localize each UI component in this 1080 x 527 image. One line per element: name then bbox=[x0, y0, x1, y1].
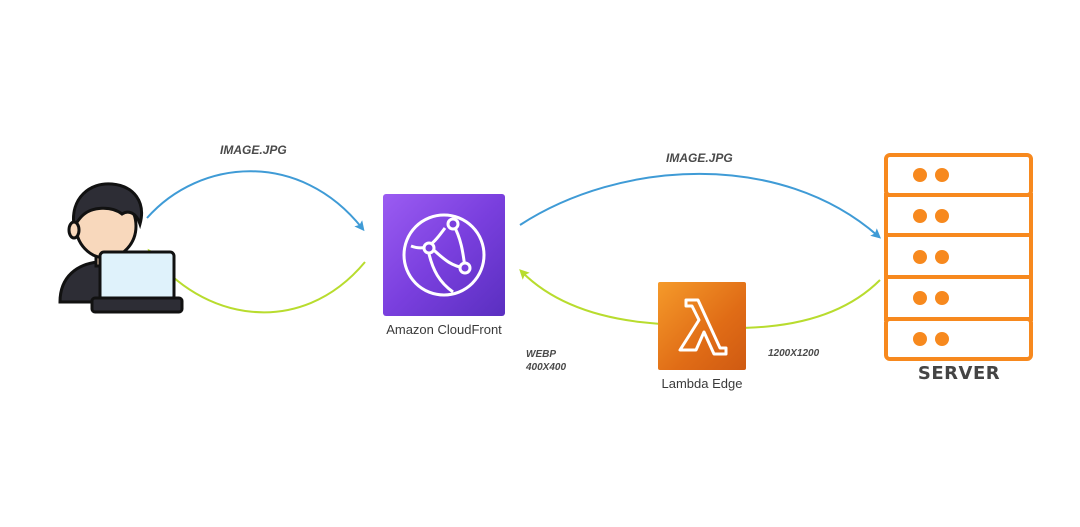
request-arrow-cloudfront-to-server bbox=[519, 172, 882, 239]
cloudfront-label: Amazon CloudFront bbox=[386, 322, 502, 337]
label-response-original-size: 1200X1200 bbox=[768, 348, 820, 359]
label-response-webp-format: WEBP bbox=[526, 349, 556, 360]
cloudfront-icon bbox=[402, 213, 486, 297]
label-request-user: IMAGE.JPG bbox=[220, 143, 287, 157]
label-response-webp: WEBP 400X400 bbox=[526, 348, 566, 374]
server-label: SERVER bbox=[917, 363, 1001, 384]
label-response-webp-size: 400X400 bbox=[526, 362, 567, 373]
server-rack-icon bbox=[884, 153, 1033, 361]
label-request-server: IMAGE.JPG bbox=[666, 151, 733, 165]
user-with-laptop-icon bbox=[58, 182, 184, 314]
lambda-node[interactable] bbox=[658, 282, 746, 370]
cloudfront-node[interactable] bbox=[383, 194, 505, 316]
request-arrow-user-to-cloudfront bbox=[146, 170, 365, 232]
lambda-label: Lambda Edge bbox=[661, 376, 743, 391]
lambda-icon bbox=[678, 298, 728, 356]
